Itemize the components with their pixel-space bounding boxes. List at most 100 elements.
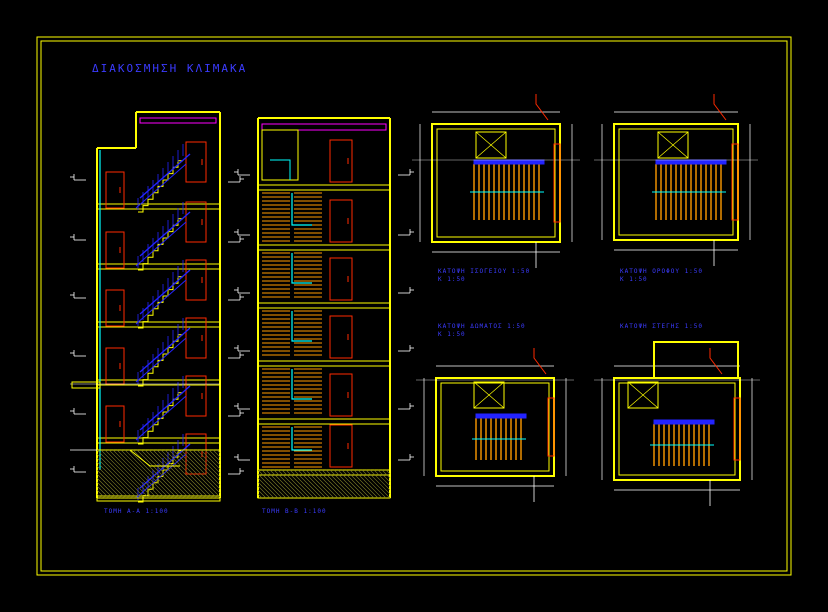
hatch-line xyxy=(257,481,275,499)
bottom-stair xyxy=(129,449,180,467)
hatch-line xyxy=(132,449,182,499)
door xyxy=(329,257,353,301)
hatch-line xyxy=(357,469,387,499)
hatch-line xyxy=(136,449,186,499)
scale-plan-typical: Κ 1:50 xyxy=(620,276,648,283)
section-marker xyxy=(713,94,727,121)
hatch-line xyxy=(349,469,379,499)
floor-slab xyxy=(257,360,391,367)
shaft-cross xyxy=(475,131,507,159)
hatch-line xyxy=(257,477,279,499)
hatch-line xyxy=(337,469,367,499)
sheet-title: ΔΙΑΚΟΣΜΗΣΗ ΚΛΙΜΑΚΑ xyxy=(92,62,248,75)
handrail xyxy=(135,453,187,499)
hatch-line xyxy=(361,469,391,499)
hatch-line xyxy=(96,489,106,499)
shaft-cross xyxy=(657,131,689,159)
section-a-drawing xyxy=(70,111,244,503)
section-b-drawing xyxy=(234,117,414,499)
hatch-line xyxy=(333,469,363,499)
hatch-line xyxy=(377,469,391,483)
hatch-line xyxy=(365,469,391,495)
hatch-line xyxy=(96,465,130,499)
hatch-line xyxy=(301,469,331,499)
door xyxy=(105,171,125,209)
hatch-line xyxy=(96,461,134,499)
caption-section-b: ΤΟΜΗ Β-Β 1:100 xyxy=(262,508,327,515)
hatch-line xyxy=(257,485,271,499)
hatch-line xyxy=(120,449,170,499)
plan-outer-wall xyxy=(431,123,561,243)
hatch-line xyxy=(373,469,391,487)
hatch-line xyxy=(96,457,138,499)
hatch-line xyxy=(317,469,347,499)
hatch-line xyxy=(96,481,114,499)
landing-band xyxy=(653,419,715,425)
door xyxy=(185,375,207,417)
stair-rail xyxy=(291,253,312,284)
handrail xyxy=(135,395,187,441)
hatch-line xyxy=(124,449,174,499)
roof-room xyxy=(653,341,739,379)
plan-drawings xyxy=(412,94,760,506)
hatch-line xyxy=(277,469,307,499)
canopy xyxy=(71,381,101,389)
floor-slab xyxy=(96,203,221,210)
floor-slab xyxy=(257,244,391,251)
landing-band xyxy=(475,413,527,419)
scale-plan-upper: Κ 1:50 xyxy=(438,331,466,338)
floor-slab xyxy=(257,184,391,191)
stair-rail xyxy=(291,427,312,451)
caption-plan-typical: ΚΑΤΟΨΗ ΟΡΟΦΟΥ 1:50 xyxy=(620,268,704,275)
hatch-line xyxy=(216,449,221,454)
hatch-line xyxy=(104,449,154,499)
hatch-line xyxy=(345,469,375,499)
door xyxy=(329,373,353,417)
hatch-line xyxy=(176,449,221,494)
hatch-line xyxy=(385,469,391,475)
room xyxy=(261,129,299,181)
hatch-line xyxy=(96,453,142,499)
hatch-line xyxy=(200,449,221,470)
hatch-line xyxy=(164,449,214,499)
handrail-top xyxy=(139,385,191,431)
section-marker xyxy=(709,348,723,375)
floor-slab xyxy=(257,302,391,309)
door xyxy=(185,259,207,301)
hatch-line xyxy=(321,469,351,499)
plan-inner-wall xyxy=(618,128,734,236)
elevator-shaft xyxy=(627,381,659,409)
hatch-line xyxy=(140,449,190,499)
outer-frame xyxy=(36,36,792,576)
hatch-line xyxy=(96,493,102,499)
hatch-line xyxy=(168,449,218,499)
hatch-line xyxy=(257,489,267,499)
hatch-line xyxy=(325,469,355,499)
hatch-line xyxy=(329,469,359,499)
hatch-line xyxy=(188,449,221,482)
hatch-line xyxy=(144,449,194,499)
hatch-line xyxy=(257,473,283,499)
plan-inner-wall xyxy=(440,382,550,472)
hatch-line xyxy=(293,469,323,499)
door xyxy=(105,405,125,443)
hatch-line xyxy=(305,469,335,499)
hatch-line xyxy=(313,469,343,499)
hatch-line xyxy=(212,449,221,458)
caption-plan-roof: ΚΑΤΟΨΗ ΣΤΕΓΗΣ 1:50 xyxy=(620,323,704,330)
floor-slab xyxy=(96,437,221,444)
hatch-line xyxy=(148,449,198,499)
hatch-line xyxy=(381,469,391,479)
stair-rail xyxy=(291,193,312,226)
section-marker xyxy=(535,94,549,121)
hatch-line xyxy=(285,469,315,499)
plan-inner-wall xyxy=(436,128,556,238)
door xyxy=(329,315,353,359)
hatch-line xyxy=(265,469,295,499)
hatch-line xyxy=(96,449,146,499)
door-jamb xyxy=(731,143,739,221)
handrail-top xyxy=(139,327,191,373)
hatch-line xyxy=(273,469,303,499)
door xyxy=(185,201,207,243)
hatch-line xyxy=(96,469,126,499)
